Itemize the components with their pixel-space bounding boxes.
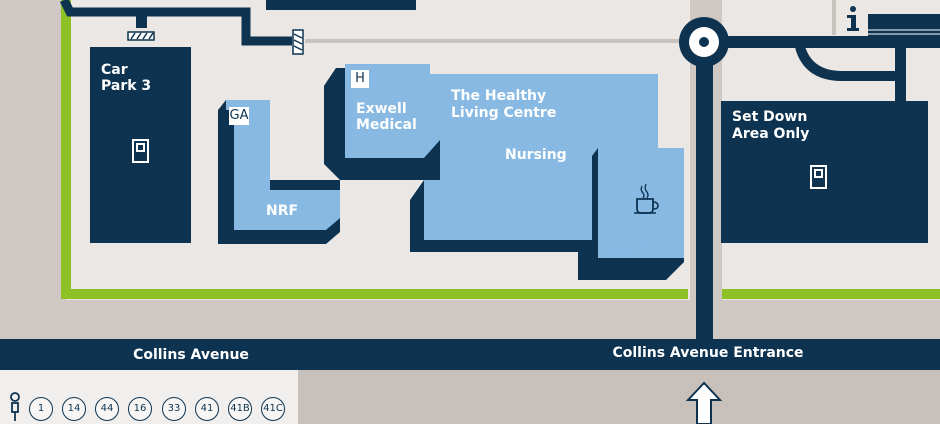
information-icon [847,6,859,31]
roundabout-icon [679,17,729,67]
car-park-3-building[interactable] [90,47,191,243]
bus-route-badge: 33 [162,397,186,421]
green-perimeter-path [61,0,688,299]
hospital-badge: H [351,70,369,88]
road-east [712,36,940,48]
bus-route-badge: 41 [195,397,219,421]
bus-route-badge: 44 [95,397,119,421]
collins-avenue-entrance-label: Collins Avenue Entrance [612,345,804,361]
pavement-south [298,370,940,424]
car-park-3-label-line1: Car [101,62,128,78]
parking-icon [132,139,149,163]
exwell-medical-label-line1: Exwell [356,101,407,117]
set-down-access [895,47,906,102]
nursing-label: Nursing [505,147,567,163]
nrf-label: NRF [266,203,299,219]
entrance-road [696,40,713,340]
bus-route-badge: 14 [62,397,86,421]
parking-icon [810,165,827,189]
main-building-complex[interactable] [324,64,684,280]
set-down-area-label-line1: Set Down [732,109,808,125]
building-north-edge [266,0,416,10]
barrier-gate-icon [127,31,155,41]
bus-route-badge: 1 [29,397,53,421]
collins-avenue-road [0,339,940,370]
set-down-loop-road [795,45,905,81]
set-down-area-building[interactable] [721,101,928,243]
pavement-west [0,0,66,300]
car-park-3-label-line2: Park 3 [101,78,152,94]
bus-route-badge: 41C [261,397,285,421]
healthy-living-centre-label-line1: The Healthy [451,88,547,104]
bus-route-badge: 16 [128,397,152,421]
car-park-stub [136,14,147,28]
healthy-living-centre-label-line2: Living Centre [451,105,557,121]
collins-avenue-label: Collins Avenue [133,347,249,363]
coffee-cup-icon [634,183,659,214]
ga-nrf-building[interactable] [218,100,340,244]
bus-route-badge: 41B [228,397,252,421]
set-down-area-label-line2: Area Only [732,126,810,142]
road-northeast-junction [868,14,940,36]
internal-road-north [59,0,292,46]
road-crossing-lines [868,29,940,35]
barrier-gate-icon [292,29,304,55]
bus-stop-icon [10,392,20,421]
ga-badge: GA [229,107,249,125]
exwell-medical-label-line2: Medical [356,117,417,133]
entrance-arrow-icon [685,381,723,424]
